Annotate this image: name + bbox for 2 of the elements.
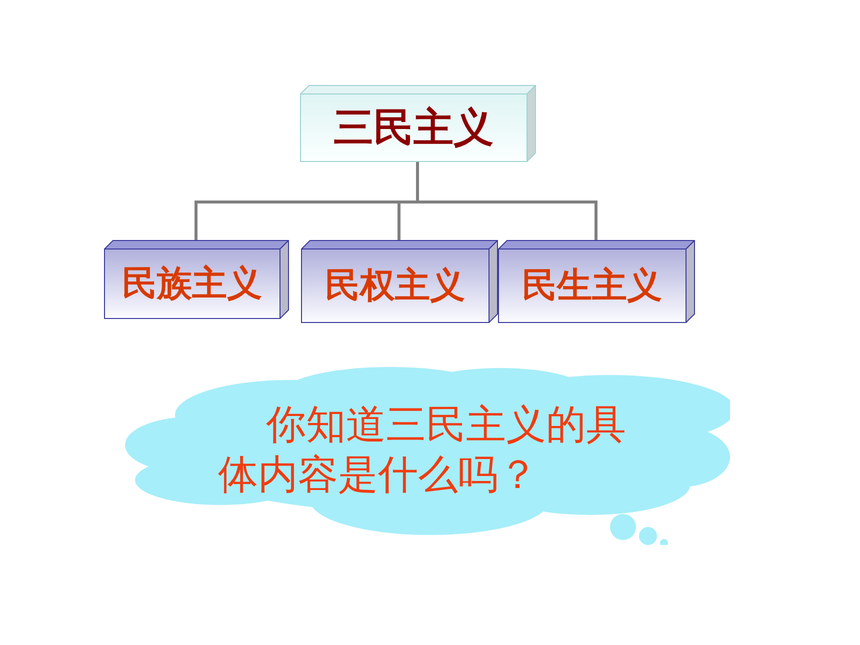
question-text: 你知道三民主义的具体内容是什么吗？ [218, 401, 627, 500]
connector-line [416, 162, 598, 240]
